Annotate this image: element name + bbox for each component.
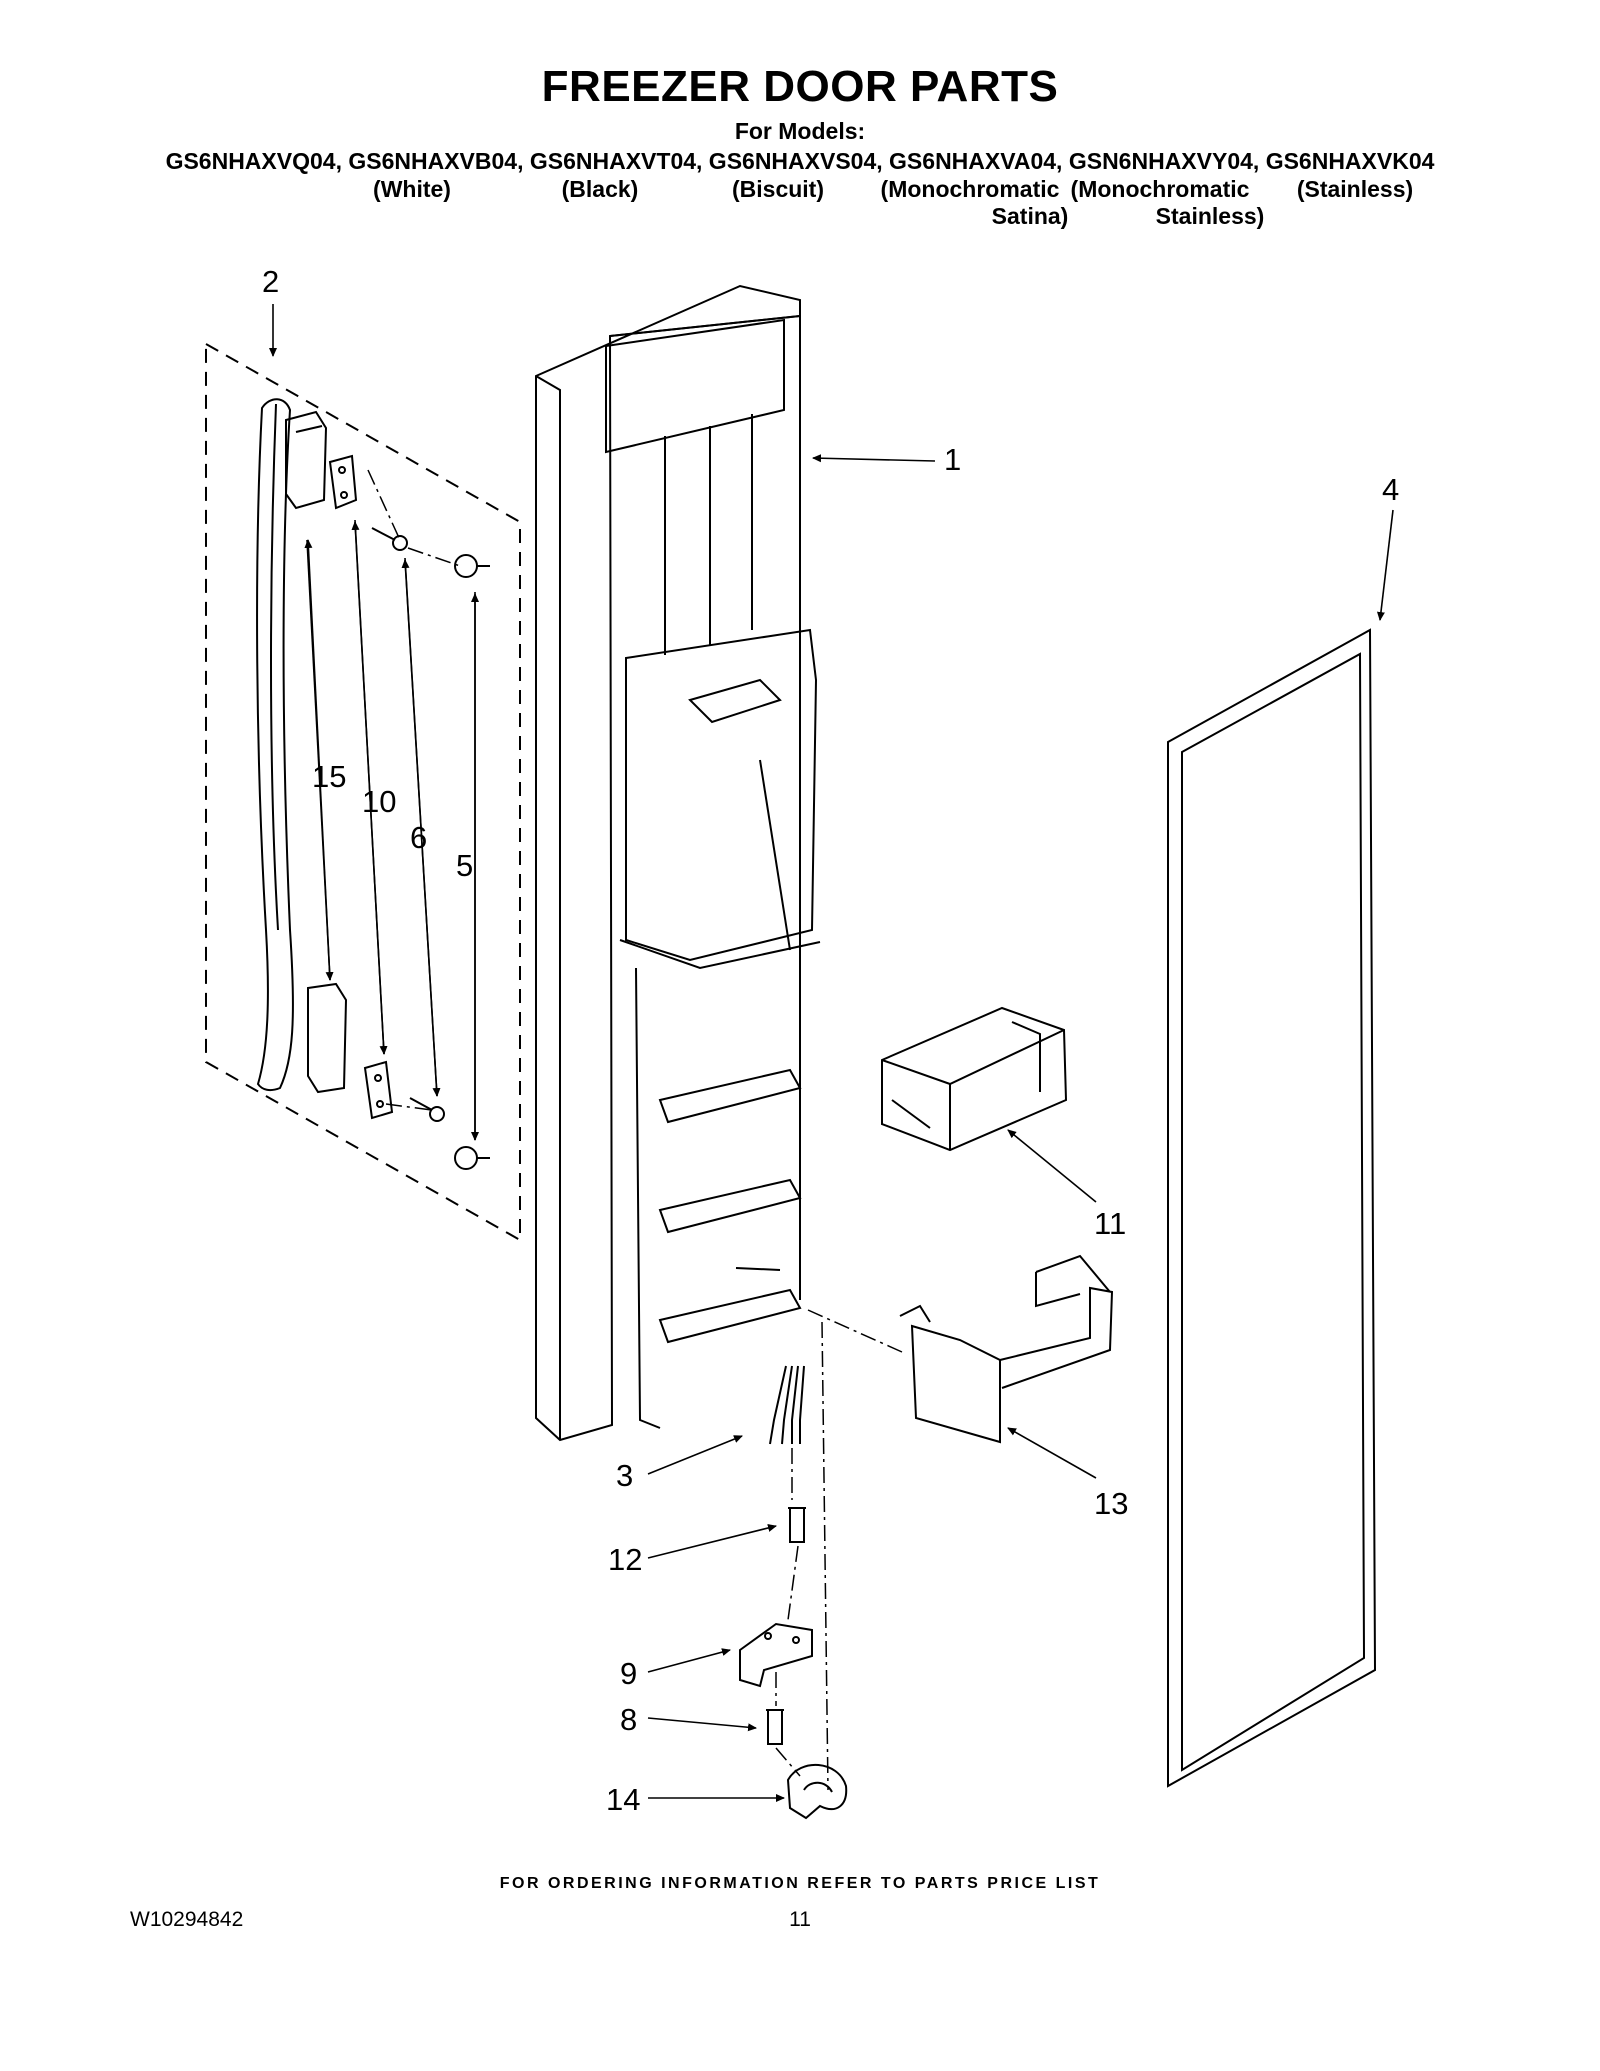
mounting-bracket-bottom bbox=[363, 1060, 394, 1120]
callout-13: 13 bbox=[1094, 1486, 1128, 1521]
page-title: FREEZER DOOR PARTS bbox=[541, 62, 1059, 111]
door-handle bbox=[256, 398, 294, 1092]
mounting-bracket-top bbox=[328, 454, 358, 510]
callout-8: 8 bbox=[620, 1702, 637, 1737]
variant-biscuit: (Biscuit) bbox=[732, 176, 824, 202]
hinge-screw-lower bbox=[766, 1709, 784, 1745]
callout-10: 10 bbox=[362, 784, 396, 819]
handle-end-cap-bottom bbox=[307, 982, 348, 1094]
wire-harness bbox=[769, 1365, 805, 1445]
for-models-label: For Models: bbox=[734, 118, 866, 144]
door-liner bbox=[535, 284, 821, 1442]
variant-black: (Black) bbox=[561, 176, 639, 202]
callout-11: 11 bbox=[1094, 1206, 1126, 1241]
callout-12: 12 bbox=[608, 1542, 642, 1577]
callout-14: 14 bbox=[606, 1782, 640, 1817]
door-gasket bbox=[1167, 628, 1377, 1788]
document-number: W10294842 bbox=[130, 1908, 244, 1931]
callout-15: 15 bbox=[312, 759, 346, 794]
callout-9: 9 bbox=[620, 1656, 637, 1691]
mounting-stud-bottom bbox=[454, 1146, 490, 1170]
model-numbers: GS6NHAXVQ04, GS6NHAXVB04, GS6NHAXVT04, G… bbox=[165, 148, 1435, 174]
door-hinge bbox=[739, 1622, 813, 1688]
page-number: 11 bbox=[789, 1908, 811, 1931]
alignment-lines bbox=[367, 469, 903, 1791]
callout-4: 5 bbox=[456, 848, 473, 883]
callout-1: 1 bbox=[944, 442, 961, 477]
callout-5: 4 bbox=[1382, 472, 1399, 507]
callout-2: 2 bbox=[262, 264, 279, 299]
hinge-cover bbox=[786, 1764, 848, 1820]
handle-end-cap-top bbox=[285, 410, 328, 510]
ordering-information-note: FOR ORDERING INFORMATION REFER TO PARTS … bbox=[499, 1875, 1101, 1892]
hinge-screw-upper bbox=[788, 1507, 806, 1543]
handle-screw-top bbox=[371, 527, 408, 551]
variant-white: (White) bbox=[373, 176, 451, 202]
handle-assembly-dashed-outline bbox=[205, 342, 521, 1242]
dispenser-bin bbox=[881, 1006, 1068, 1152]
callout-3: 3 bbox=[616, 1458, 633, 1493]
handle-screw-bottom bbox=[409, 1097, 445, 1122]
leader-lines bbox=[269, 304, 1394, 1802]
callout-6: 6 bbox=[410, 820, 427, 855]
bin-support-bracket bbox=[899, 1254, 1114, 1444]
mounting-stud-top bbox=[454, 554, 490, 578]
variant-stainless: (Stainless) bbox=[1296, 176, 1414, 202]
